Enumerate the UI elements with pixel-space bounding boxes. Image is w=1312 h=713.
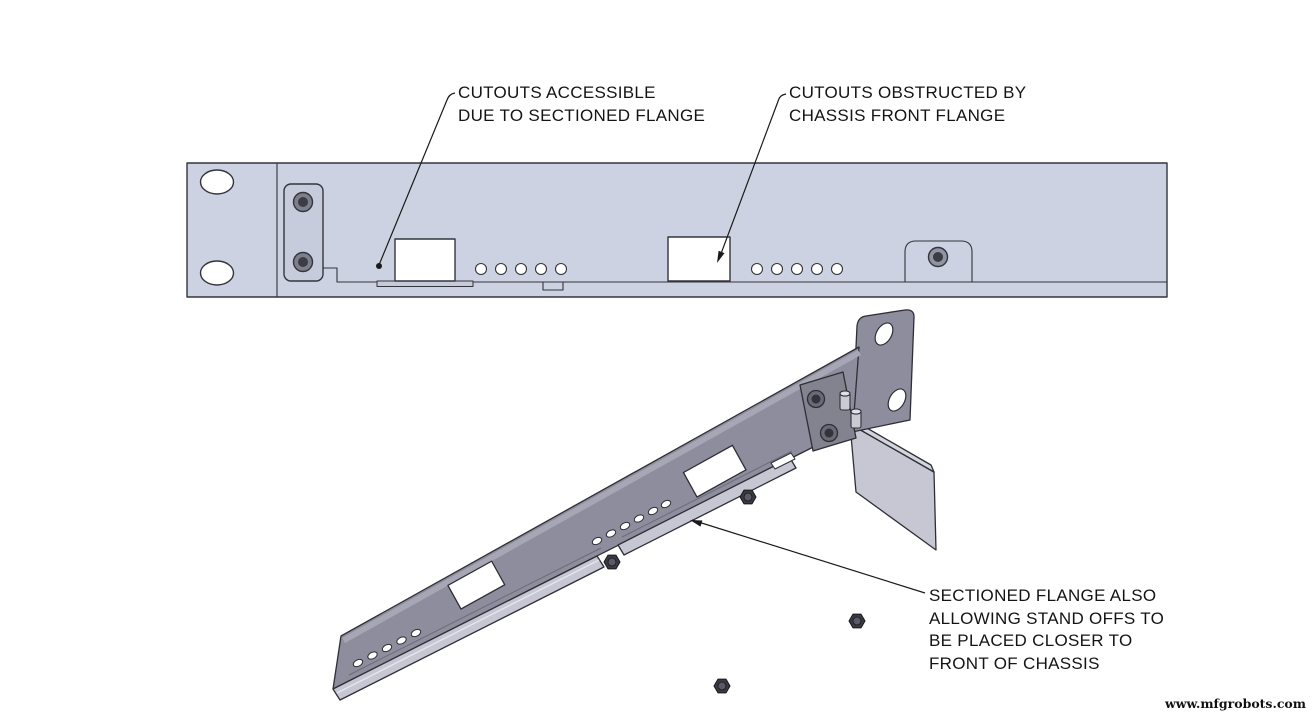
front-cutout-left	[394, 238, 456, 282]
flange-end-slot	[770, 452, 796, 470]
annotation-line: ALLOWING STAND OFFS TO	[929, 608, 1165, 628]
bend-line-right	[621, 450, 793, 538]
ear-slot-bottom	[887, 388, 907, 412]
leader-arrow-obstructed	[717, 250, 725, 263]
annotation-line: FRONT OF CHASSIS	[929, 653, 1100, 673]
front-hole-row-right	[750, 262, 844, 276]
flange-small-tab	[542, 281, 564, 291]
annotation-line: CHASSIS FRONT FLANGE	[789, 105, 1006, 125]
front-bracket	[283, 183, 324, 282]
iso-cutout-left	[447, 560, 506, 610]
leader-sectioned-flange	[691, 519, 926, 594]
standoff-cylinder-2	[850, 408, 862, 429]
front-hole-row-left	[474, 262, 568, 276]
mounting-slot-bottom	[199, 260, 235, 286]
iso-hole-row-left	[352, 628, 422, 668]
annotation-sectioned-flange: SECTIONED FLANGE ALSO ALLOWING STAND OFF…	[929, 585, 1164, 675]
standoff-tab	[904, 240, 973, 283]
panel-top-edge-highlight	[342, 350, 861, 643]
standoff-nut-4	[713, 678, 731, 694]
bend-line-left	[348, 547, 602, 676]
standoff-nut-2	[603, 554, 621, 570]
watermark: www.mfgrobots.com	[1164, 696, 1306, 711]
mounting-slot-top	[199, 169, 235, 195]
iso-cutout-right	[682, 444, 747, 498]
front-cutout-right	[667, 236, 731, 282]
standoff-cylinder-1	[839, 390, 851, 411]
standoff-nut-3	[848, 613, 866, 629]
standoff-nut-1	[739, 489, 757, 505]
annotation-line: CUTOUTS ACCESSIBLE	[458, 83, 656, 102]
front-view	[186, 162, 1168, 298]
annotation-line: BE PLACED CLOSER TO	[929, 631, 1133, 650]
leader-cutouts-obstructed	[718, 93, 787, 260]
bottom-flange-right	[617, 457, 797, 556]
ear-slot-top	[874, 322, 894, 346]
leader-dot	[376, 263, 382, 269]
annotation-cutouts-accessible: CUTOUTS ACCESSIBLE DUE TO SECTIONED FLAN…	[458, 82, 705, 127]
annotation-line: CUTOUTS OBSTRUCTED BY	[789, 83, 1027, 102]
sectioned-flange-tab	[376, 280, 474, 287]
leader-lines	[376, 92, 926, 594]
iso-hole-row-center	[591, 499, 672, 546]
flange-bend-line	[322, 267, 1168, 283]
annotation-line: DUE TO SECTIONED FLANGE	[458, 105, 706, 125]
annotation-line: SECTIONED FLANGE ALSO	[929, 586, 1157, 605]
leader-arrow-sectioned	[690, 520, 703, 527]
leader-cutouts-accessible	[378, 92, 456, 266]
annotation-cutouts-obstructed: CUTOUTS OBSTRUCTED BY CHASSIS FRONT FLAN…	[789, 82, 1026, 127]
iso-view	[332, 309, 937, 701]
